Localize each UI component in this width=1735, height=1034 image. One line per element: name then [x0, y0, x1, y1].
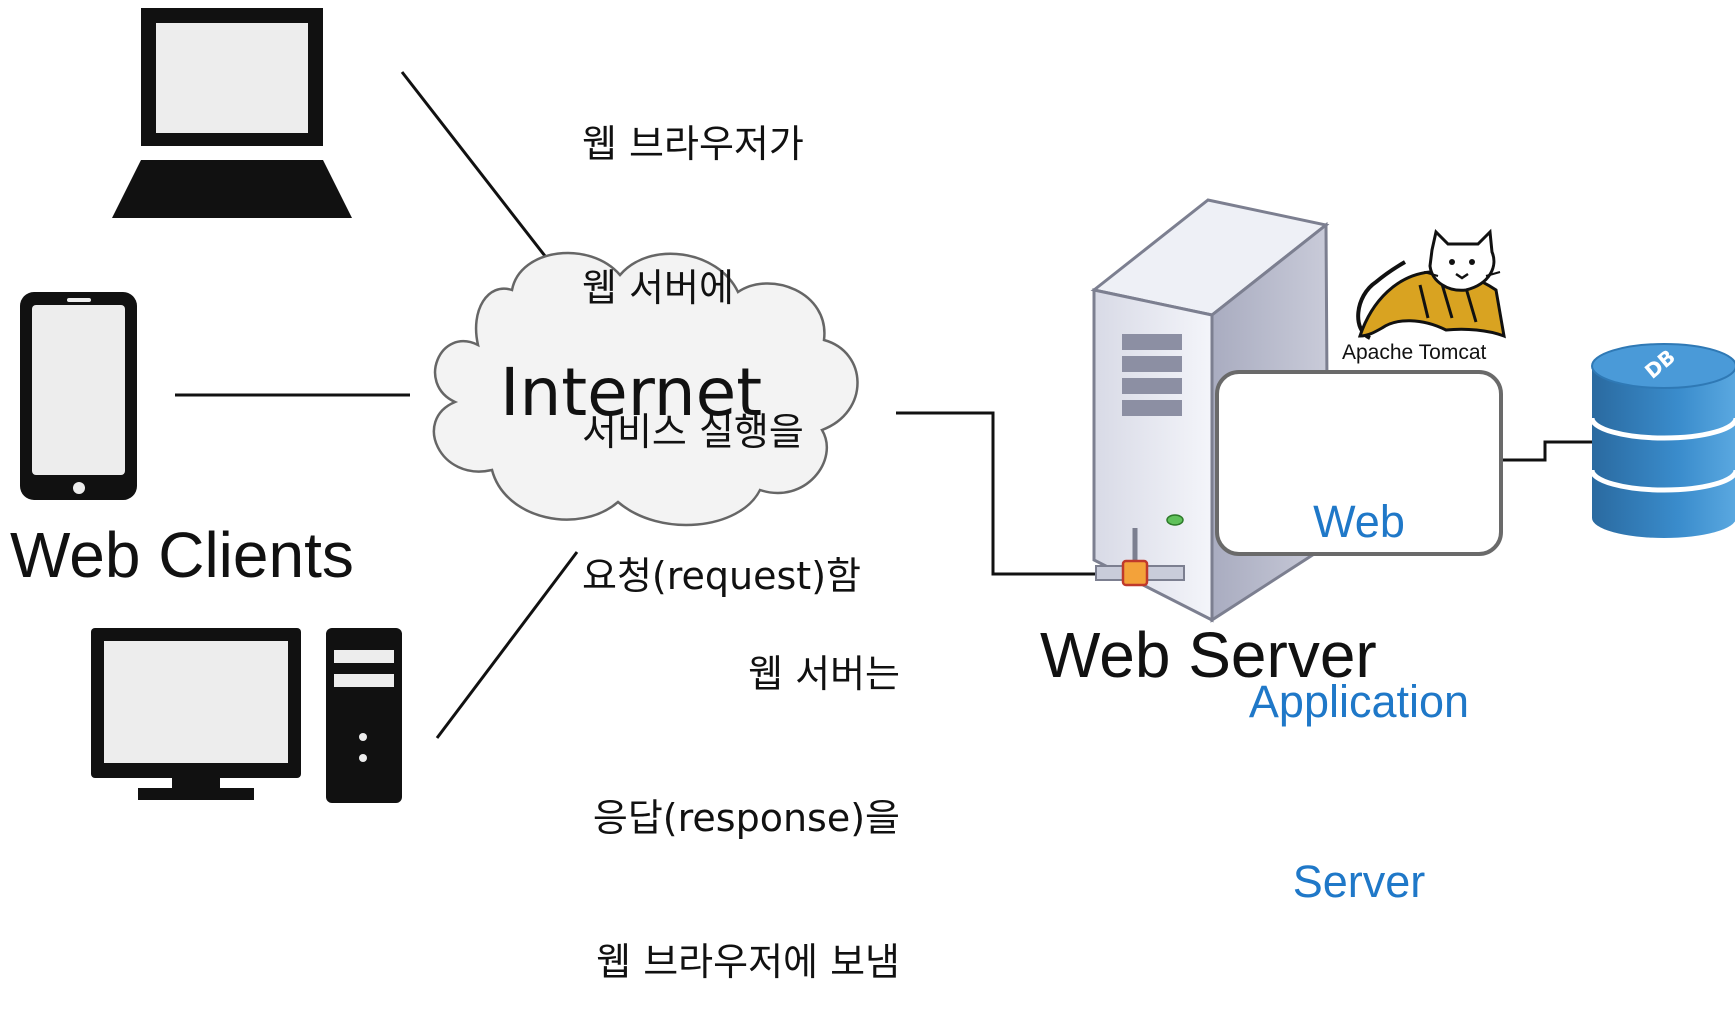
response-note: 웹 서버는 응답(response)을 웹 브라우저에 보냄: [528, 554, 900, 1034]
was-label-line: Application: [1248, 676, 1470, 727]
web-clients-label: Web Clients: [10, 519, 354, 591]
internet-cloud: [432, 251, 859, 527]
response-note-line: 응답(response)을: [592, 796, 900, 840]
smartphone-icon: [20, 292, 137, 500]
tomcat-logo: [1356, 228, 1506, 340]
desktop-connector: [435, 551, 579, 739]
desktop-computer-icon: [91, 628, 402, 803]
was-db-connector: [1501, 440, 1592, 462]
laptop-connector: [400, 71, 547, 257]
response-note-line: 웹 브라우저에 보냄: [596, 940, 900, 984]
database-icon: [1589, 343, 1735, 538]
response-note-line: 웹 서버는: [748, 652, 900, 696]
request-note-line: 서비스 실행을: [582, 410, 804, 454]
power-led-icon: [1166, 514, 1184, 526]
tomcat-label: Apache Tomcat: [1342, 341, 1487, 364]
connection-lines: [175, 71, 1592, 739]
request-note-line: 웹 브라우저가: [582, 122, 804, 166]
web-server-label: Web Server: [1040, 619, 1377, 691]
web-application-server-box: [1215, 370, 1503, 556]
was-label-line: Server: [1292, 856, 1426, 907]
internet-server-connector: [896, 411, 1098, 576]
was-label: Web Application Server: [1217, 372, 1501, 972]
request-note-line: 요청(request)함: [582, 554, 861, 598]
was-label-line: Web: [1313, 496, 1405, 547]
internet-label: Internet: [500, 354, 763, 431]
network-hub-icon: [1095, 528, 1185, 587]
request-note-line: 웹 서버에: [582, 266, 734, 310]
laptop-icon: [112, 8, 352, 218]
request-note: 웹 브라우저가 웹 서버에 서비스 실행을 요청(request)함: [582, 24, 861, 648]
